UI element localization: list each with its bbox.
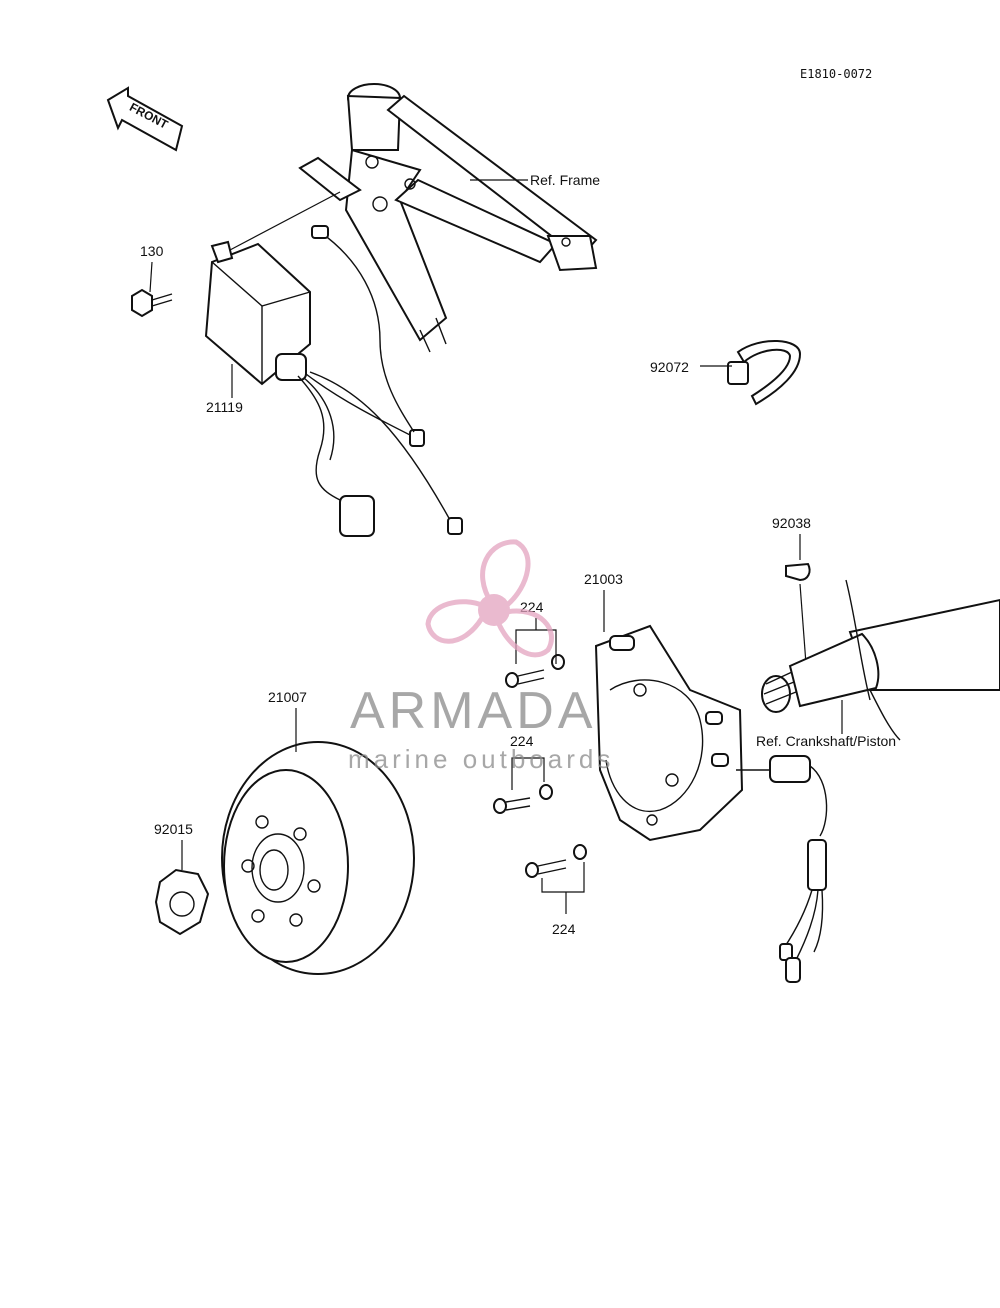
label-ref-frame: Ref. Frame xyxy=(530,172,600,188)
label-92038: 92038 xyxy=(772,515,811,531)
screw-set-a-drawing xyxy=(505,654,565,688)
label-21007: 21007 xyxy=(268,689,307,705)
flywheel-21007-drawing xyxy=(221,741,415,975)
clamp-92072-drawing xyxy=(727,340,802,406)
screw-set-b-drawing xyxy=(493,784,553,814)
screw-set-c-drawing xyxy=(525,844,587,878)
crankshaft-drawing xyxy=(761,579,1000,741)
nut-92015-drawing xyxy=(154,868,210,936)
cdi-unit-drawing xyxy=(204,225,463,537)
watermark-tagline: marine outboards xyxy=(348,744,614,774)
label-21003: 21003 xyxy=(584,571,623,587)
diagram-code: E1810-0072 xyxy=(800,67,872,81)
leader-92038-bottom xyxy=(799,583,807,665)
label-ref-crankshaft: Ref. Crankshaft/Piston xyxy=(756,733,896,749)
label-130: 130 xyxy=(140,243,164,259)
leader-frame-to-cdi xyxy=(229,191,341,251)
bolt-130-drawing xyxy=(131,288,173,318)
label-92072: 92072 xyxy=(650,359,689,375)
watermark-brand: ARMADA xyxy=(350,682,596,740)
label-92015: 92015 xyxy=(154,821,193,837)
label-224-c: 224 xyxy=(552,921,576,937)
label-224-b: 224 xyxy=(510,733,534,749)
leader-130 xyxy=(149,261,153,293)
frame-drawing xyxy=(298,83,598,353)
propeller-logo-icon xyxy=(425,539,554,658)
label-21119: 21119 xyxy=(206,399,243,415)
armada-watermark: ARMADA marine outboards xyxy=(348,539,614,774)
bracket-224-c xyxy=(541,862,585,893)
key-92038-drawing xyxy=(785,562,811,582)
stator-21003-drawing xyxy=(594,624,828,983)
bracket-224-b xyxy=(511,757,545,790)
front-arrow-icon: FRONT xyxy=(106,86,184,152)
